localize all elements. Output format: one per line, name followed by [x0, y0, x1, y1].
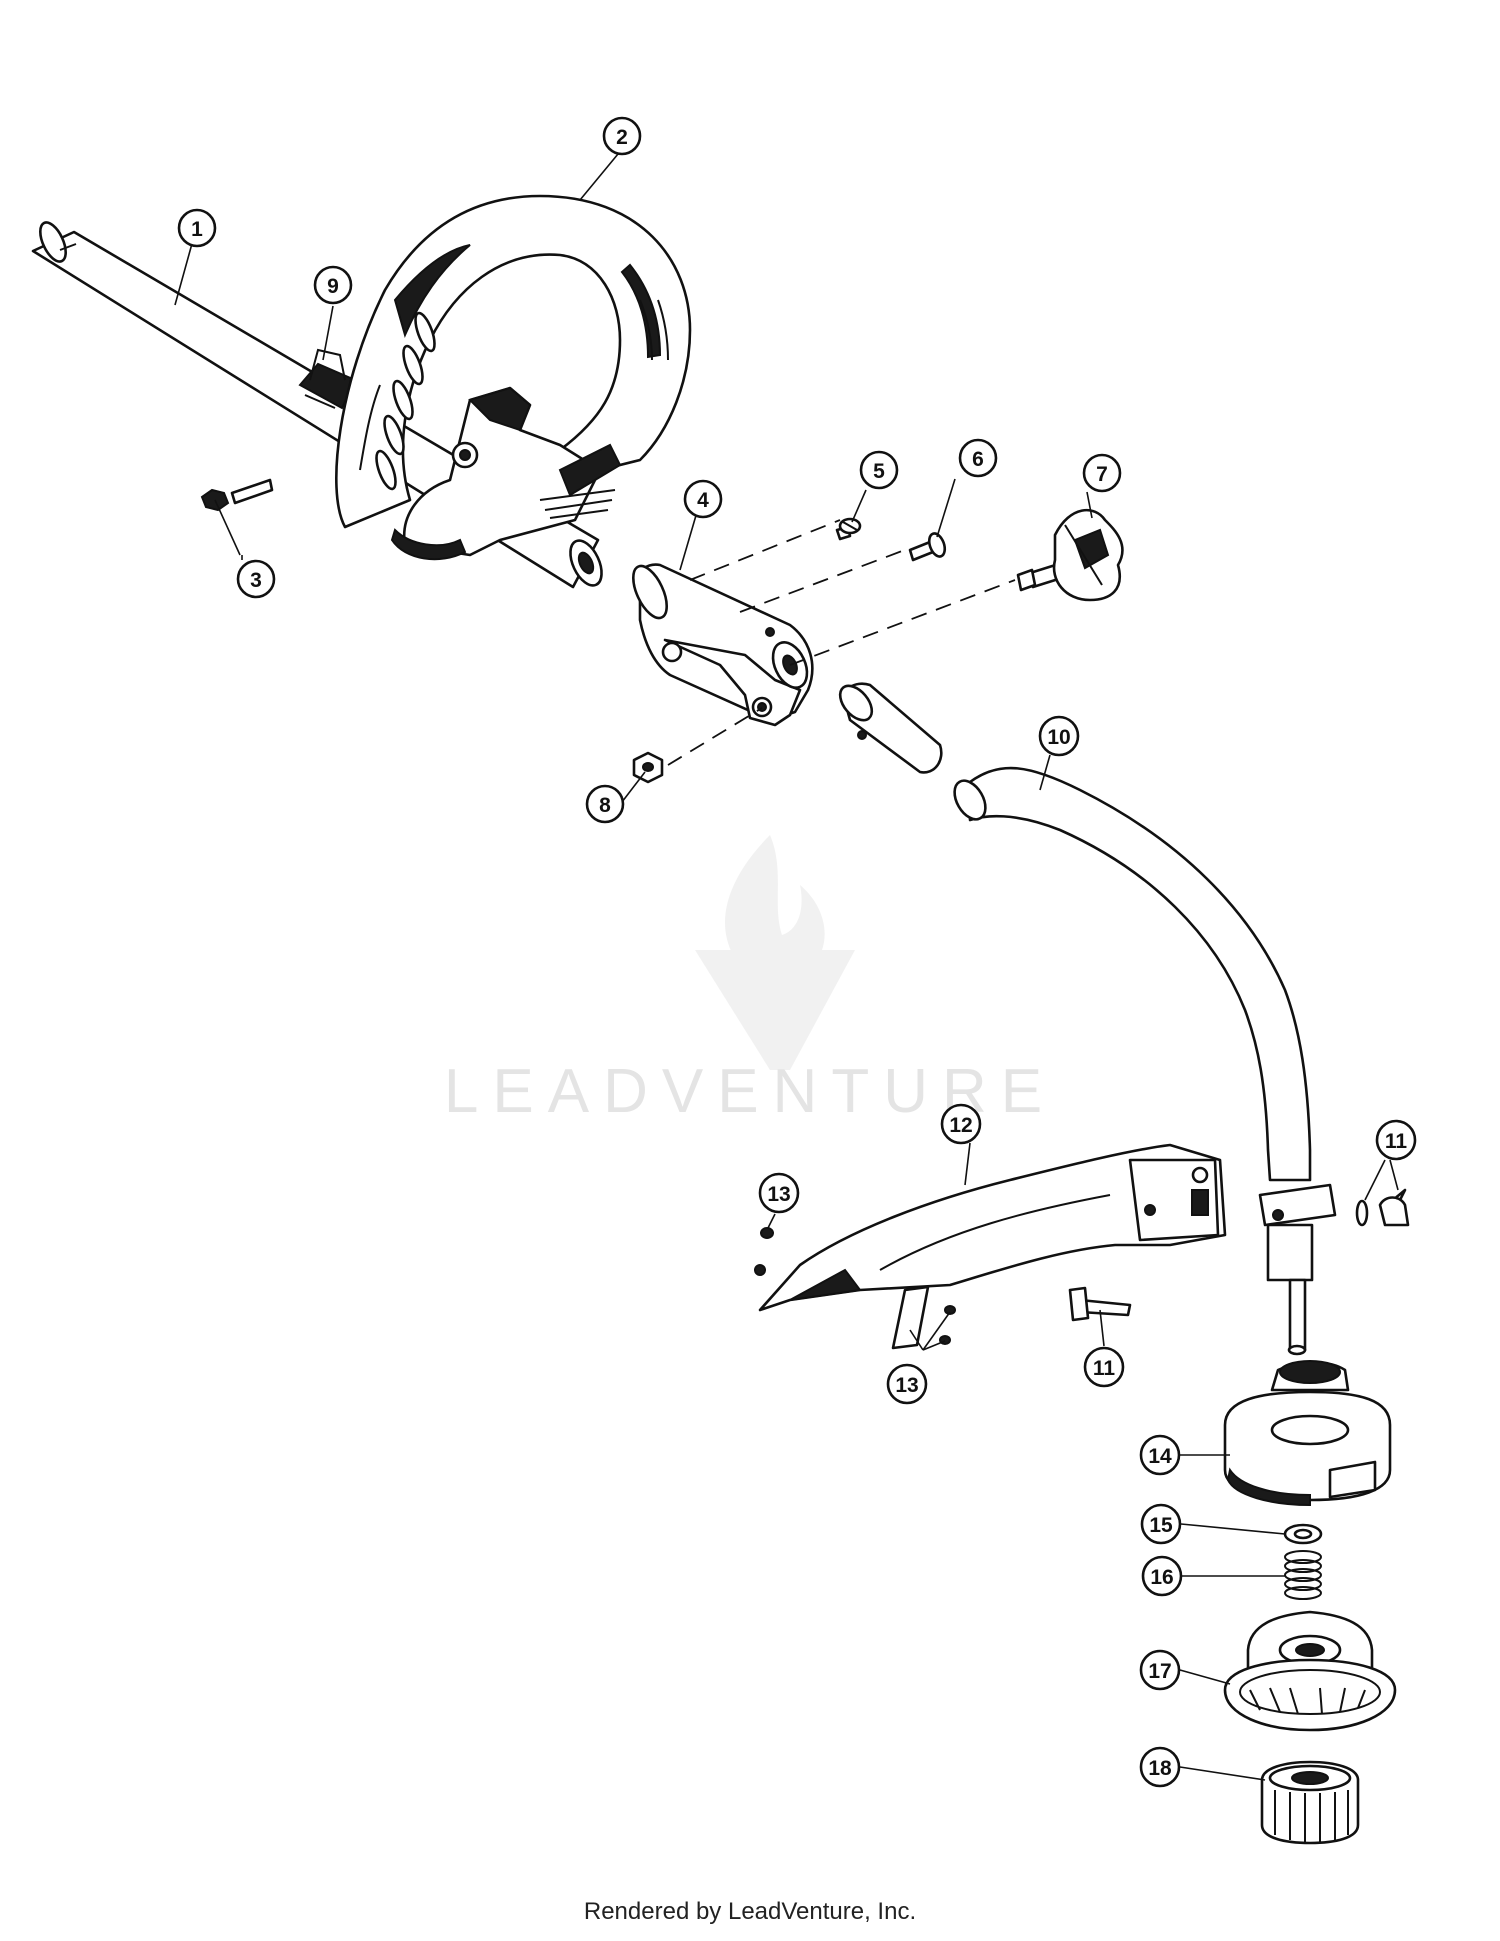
drive-head: [1266, 1223, 1314, 1356]
part-8-nut: [632, 751, 664, 784]
svg-text:3: 3: [250, 569, 262, 592]
part-3-bolt: [200, 478, 274, 556]
svg-text:14: 14: [1148, 1445, 1172, 1468]
svg-text:16: 16: [1150, 1566, 1173, 1589]
svg-text:15: 15: [1149, 1514, 1173, 1537]
svg-text:13: 13: [895, 1374, 918, 1397]
callout-1: 1: [177, 208, 217, 248]
svg-text:4: 4: [697, 489, 709, 512]
part-11-wing-nut: [1355, 1188, 1410, 1227]
callout-13-lower: 13: [886, 1363, 928, 1405]
screw-13-b: [754, 1264, 766, 1276]
svg-text:18: 18: [1148, 1757, 1172, 1780]
callout-2: 2: [602, 116, 642, 156]
part-10-lower-shaft: [953, 766, 1312, 1182]
part-2-handle: [335, 194, 692, 561]
part-17-spool: [1223, 1610, 1397, 1732]
svg-text:6: 6: [972, 448, 984, 471]
footer-credit: Rendered by LeadVenture, Inc.: [583, 1898, 917, 1925]
callout-10: 10: [1038, 715, 1080, 757]
watermark-text: LEADVENTURE: [444, 1057, 1056, 1126]
callout-18: 18: [1139, 1746, 1181, 1788]
callout-3: 3: [236, 559, 276, 599]
callout-16: 16: [1141, 1555, 1183, 1597]
callout-15: 15: [1140, 1503, 1182, 1545]
svg-text:9: 9: [327, 275, 339, 298]
callout-7: 7: [1082, 453, 1122, 493]
svg-text:2: 2: [616, 126, 628, 149]
callout-4: 4: [683, 479, 723, 519]
part-14-head-housing: [1223, 1360, 1392, 1507]
svg-text:11: 11: [1093, 1357, 1116, 1380]
watermark-logo: [695, 835, 855, 1070]
svg-text:7: 7: [1096, 463, 1108, 486]
part-6-pin: [908, 532, 947, 562]
svg-text:17: 17: [1148, 1660, 1171, 1683]
callout-6: 6: [958, 438, 998, 478]
callout-11-bolt: 11: [1083, 1346, 1125, 1388]
svg-text:12: 12: [949, 1114, 972, 1137]
callout-9: 9: [313, 265, 353, 305]
svg-text:1: 1: [191, 218, 203, 241]
part-5-screw: [835, 517, 862, 541]
callout-11-wing-nut: 11: [1375, 1119, 1417, 1161]
part-7-knob: [1016, 508, 1124, 602]
callout-8: 8: [585, 784, 625, 824]
callout-leader-lines: [174, 153, 1399, 1781]
shaft-clamp: [1258, 1183, 1337, 1227]
svg-text:8: 8: [599, 794, 611, 817]
assembly-guide-lines: [667, 519, 1016, 766]
callout-5: 5: [859, 450, 899, 490]
svg-text:11: 11: [1385, 1130, 1408, 1153]
handle-grip-ribs: [359, 263, 669, 491]
callout-12: 12: [940, 1103, 982, 1145]
svg-text:13: 13: [767, 1183, 790, 1206]
part-16-spring: [1284, 1550, 1322, 1600]
part-12-guard: [758, 1143, 1227, 1312]
part-15-washer: [1283, 1523, 1323, 1545]
callout-13-upper: 13: [758, 1172, 800, 1214]
callout-14: 14: [1139, 1434, 1181, 1476]
screw-13-a: [760, 1227, 774, 1239]
screw-13-c: [944, 1305, 956, 1315]
svg-text:10: 10: [1047, 726, 1070, 749]
insert-tube: [838, 682, 943, 774]
part-11-bolt: [1068, 1286, 1132, 1322]
callout-17: 17: [1139, 1649, 1181, 1691]
part-18-bump-knob: [1260, 1760, 1360, 1845]
part-4-coupler: [632, 563, 814, 727]
part-13-blade-and-screws: [754, 1227, 956, 1350]
svg-text:5: 5: [873, 460, 885, 483]
